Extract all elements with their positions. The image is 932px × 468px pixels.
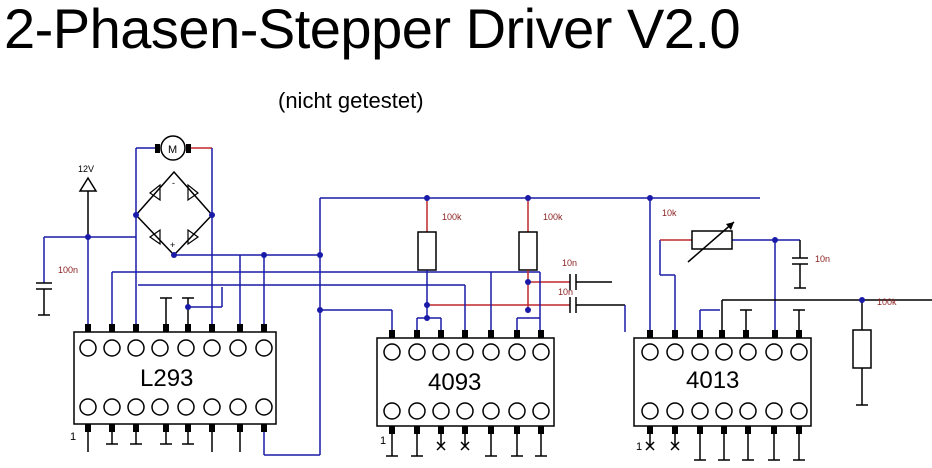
4013-wiring bbox=[624, 198, 932, 332]
diagram-subtitle: (nicht getestet) bbox=[278, 88, 424, 113]
chip-4013-top-pins bbox=[641, 343, 808, 361]
c-top-label: 10n bbox=[562, 258, 577, 268]
resistor-10k-trimmer: 10k bbox=[662, 208, 735, 263]
chip-4093-leads bbox=[386, 330, 547, 457]
chip-4093-label: 4093 bbox=[428, 369, 481, 396]
resistor-100k-right: 100k bbox=[852, 297, 897, 406]
diagram-title: 2-Phasen-Stepper Driver V2.0 bbox=[4, 0, 741, 60]
junction-dots bbox=[85, 195, 865, 321]
supply-label: 12V bbox=[78, 164, 94, 174]
supply-12v-symbol: 12V bbox=[78, 164, 98, 234]
supply-wires bbox=[43, 234, 136, 326]
chip-l293: L293 1 bbox=[70, 324, 277, 452]
chip-4093-top-pins bbox=[383, 343, 550, 361]
resistor-100k-1: 100k bbox=[417, 198, 462, 318]
chip-l293-pin1: 1 bbox=[70, 431, 76, 443]
bridge-plus-label: + bbox=[170, 240, 175, 250]
c-mid-label: 10n bbox=[558, 287, 573, 297]
chip-4093-bottom-pins bbox=[383, 402, 550, 420]
chip-4013: 4013 1 bbox=[633, 330, 812, 461]
chip-l293-leads bbox=[85, 324, 267, 452]
capacitor-100n-supply: 100n bbox=[36, 265, 78, 316]
chip-l293-label: L293 bbox=[140, 365, 193, 392]
r2-label: 100k bbox=[543, 212, 563, 222]
chip-l293-bottom-pins bbox=[79, 398, 273, 416]
l293-wiring bbox=[111, 197, 760, 456]
chip-4013-bottom-pins bbox=[641, 402, 808, 420]
chip-4093-pin1: 1 bbox=[380, 435, 386, 447]
chip-4093: 4093 1 bbox=[376, 330, 555, 457]
capacitor-10n-right: 10n bbox=[792, 240, 830, 289]
capacitor-10n-top: 10n bbox=[528, 258, 612, 290]
c-right-label: 10n bbox=[815, 254, 830, 264]
bridge-minus-label: - bbox=[172, 178, 175, 188]
r-right-label: 100k bbox=[877, 297, 897, 307]
motor-label: M bbox=[168, 144, 177, 156]
motor-symbol: M bbox=[136, 135, 212, 161]
diode-bridge: - + bbox=[134, 148, 320, 257]
c-supply-label: 100n bbox=[58, 265, 78, 275]
resistor-100k-2: 100k bbox=[518, 198, 563, 310]
r1-label: 100k bbox=[442, 212, 462, 222]
chip-l293-top-pins bbox=[79, 339, 273, 357]
chip-4013-label: 4013 bbox=[686, 367, 739, 394]
chip-4013-pin1: 1 bbox=[636, 441, 642, 453]
4093-wiring bbox=[416, 272, 541, 332]
r3-label: 10k bbox=[662, 208, 677, 218]
capacitor-10n-mid: 10n bbox=[427, 287, 625, 313]
chip-4013-leads bbox=[645, 330, 805, 461]
